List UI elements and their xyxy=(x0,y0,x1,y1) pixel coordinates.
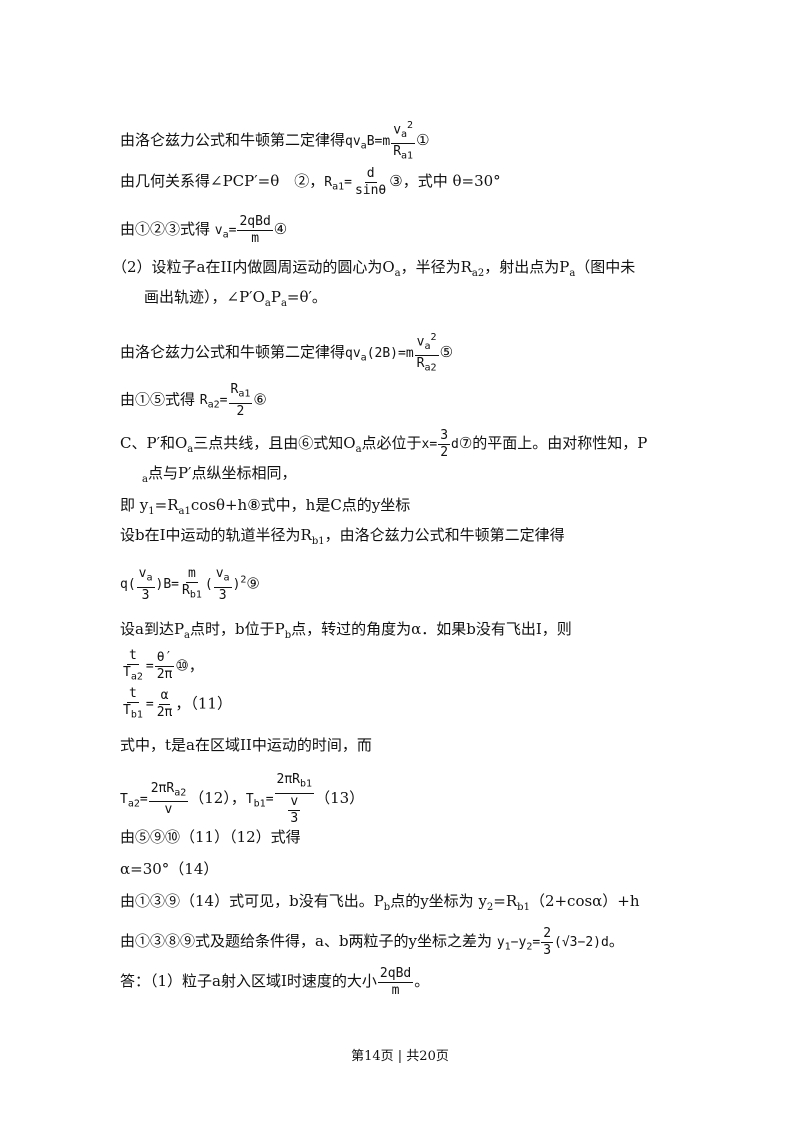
text: 由洛仑兹力公式和牛顿第二定律得 xyxy=(120,342,346,361)
para-line-10: 即 y1=Ra1cosθ+h⑧式中，h是C点的y坐标 xyxy=(120,496,411,517)
para-line-11: 设b在I中运动的轨道半径为Rb1，由洛仑兹力公式和牛顿第二定律得 xyxy=(120,526,565,547)
eq-mark: （12）， xyxy=(189,788,246,807)
para-line-20: 由①③⑨（14）式可见，b没有飞出。Pb点的y坐标为 y2=Rb1（2+cosα… xyxy=(120,892,640,913)
eq-mark: ④ xyxy=(273,220,288,238)
eq-mark: （13） xyxy=(315,788,365,807)
eq-mark: ⑥ xyxy=(253,390,267,409)
eq-mark: ⑩， xyxy=(175,656,204,675)
para-line-19: α=30°（14） xyxy=(120,860,219,878)
eq-mark: ，（11） xyxy=(175,694,232,713)
para-line-4: （2）设粒子a在II内做圆周运动的圆心为Oa，半径为Ra2，射出点为Pa（图中未 xyxy=(112,258,636,279)
eq-mark: ⑤ xyxy=(439,342,454,361)
text: 由①⑤式得 xyxy=(120,390,196,409)
eq-mark: ① xyxy=(416,130,430,149)
para-line-5: 画出轨迹），∠P′OaPa=θ′。 xyxy=(144,288,327,309)
para-line-9: a点与P′点纵坐标相同， xyxy=(142,464,297,485)
para-line-18: 由⑤⑨⑩（11）（12）式得 xyxy=(120,828,301,846)
eq-mark: ⑨ xyxy=(246,574,260,593)
text: 由几何关系得∠PCP′=θ ②， xyxy=(120,172,325,190)
para-line-16: 式中，t是a在区域II中运动的时间，而 xyxy=(120,736,372,754)
text: ③，式中 θ=30° xyxy=(389,172,501,190)
text: 由①②③式得 xyxy=(120,220,211,238)
text: 由洛仑兹力公式和牛顿第二定律得 xyxy=(120,130,346,149)
page-footer: 第14页 | 共20页 xyxy=(351,1049,449,1064)
para-line-13: 设a到达Pa点时，b位于Pb点，转过的角度为α．如果b没有飞出I，则 xyxy=(120,620,572,641)
